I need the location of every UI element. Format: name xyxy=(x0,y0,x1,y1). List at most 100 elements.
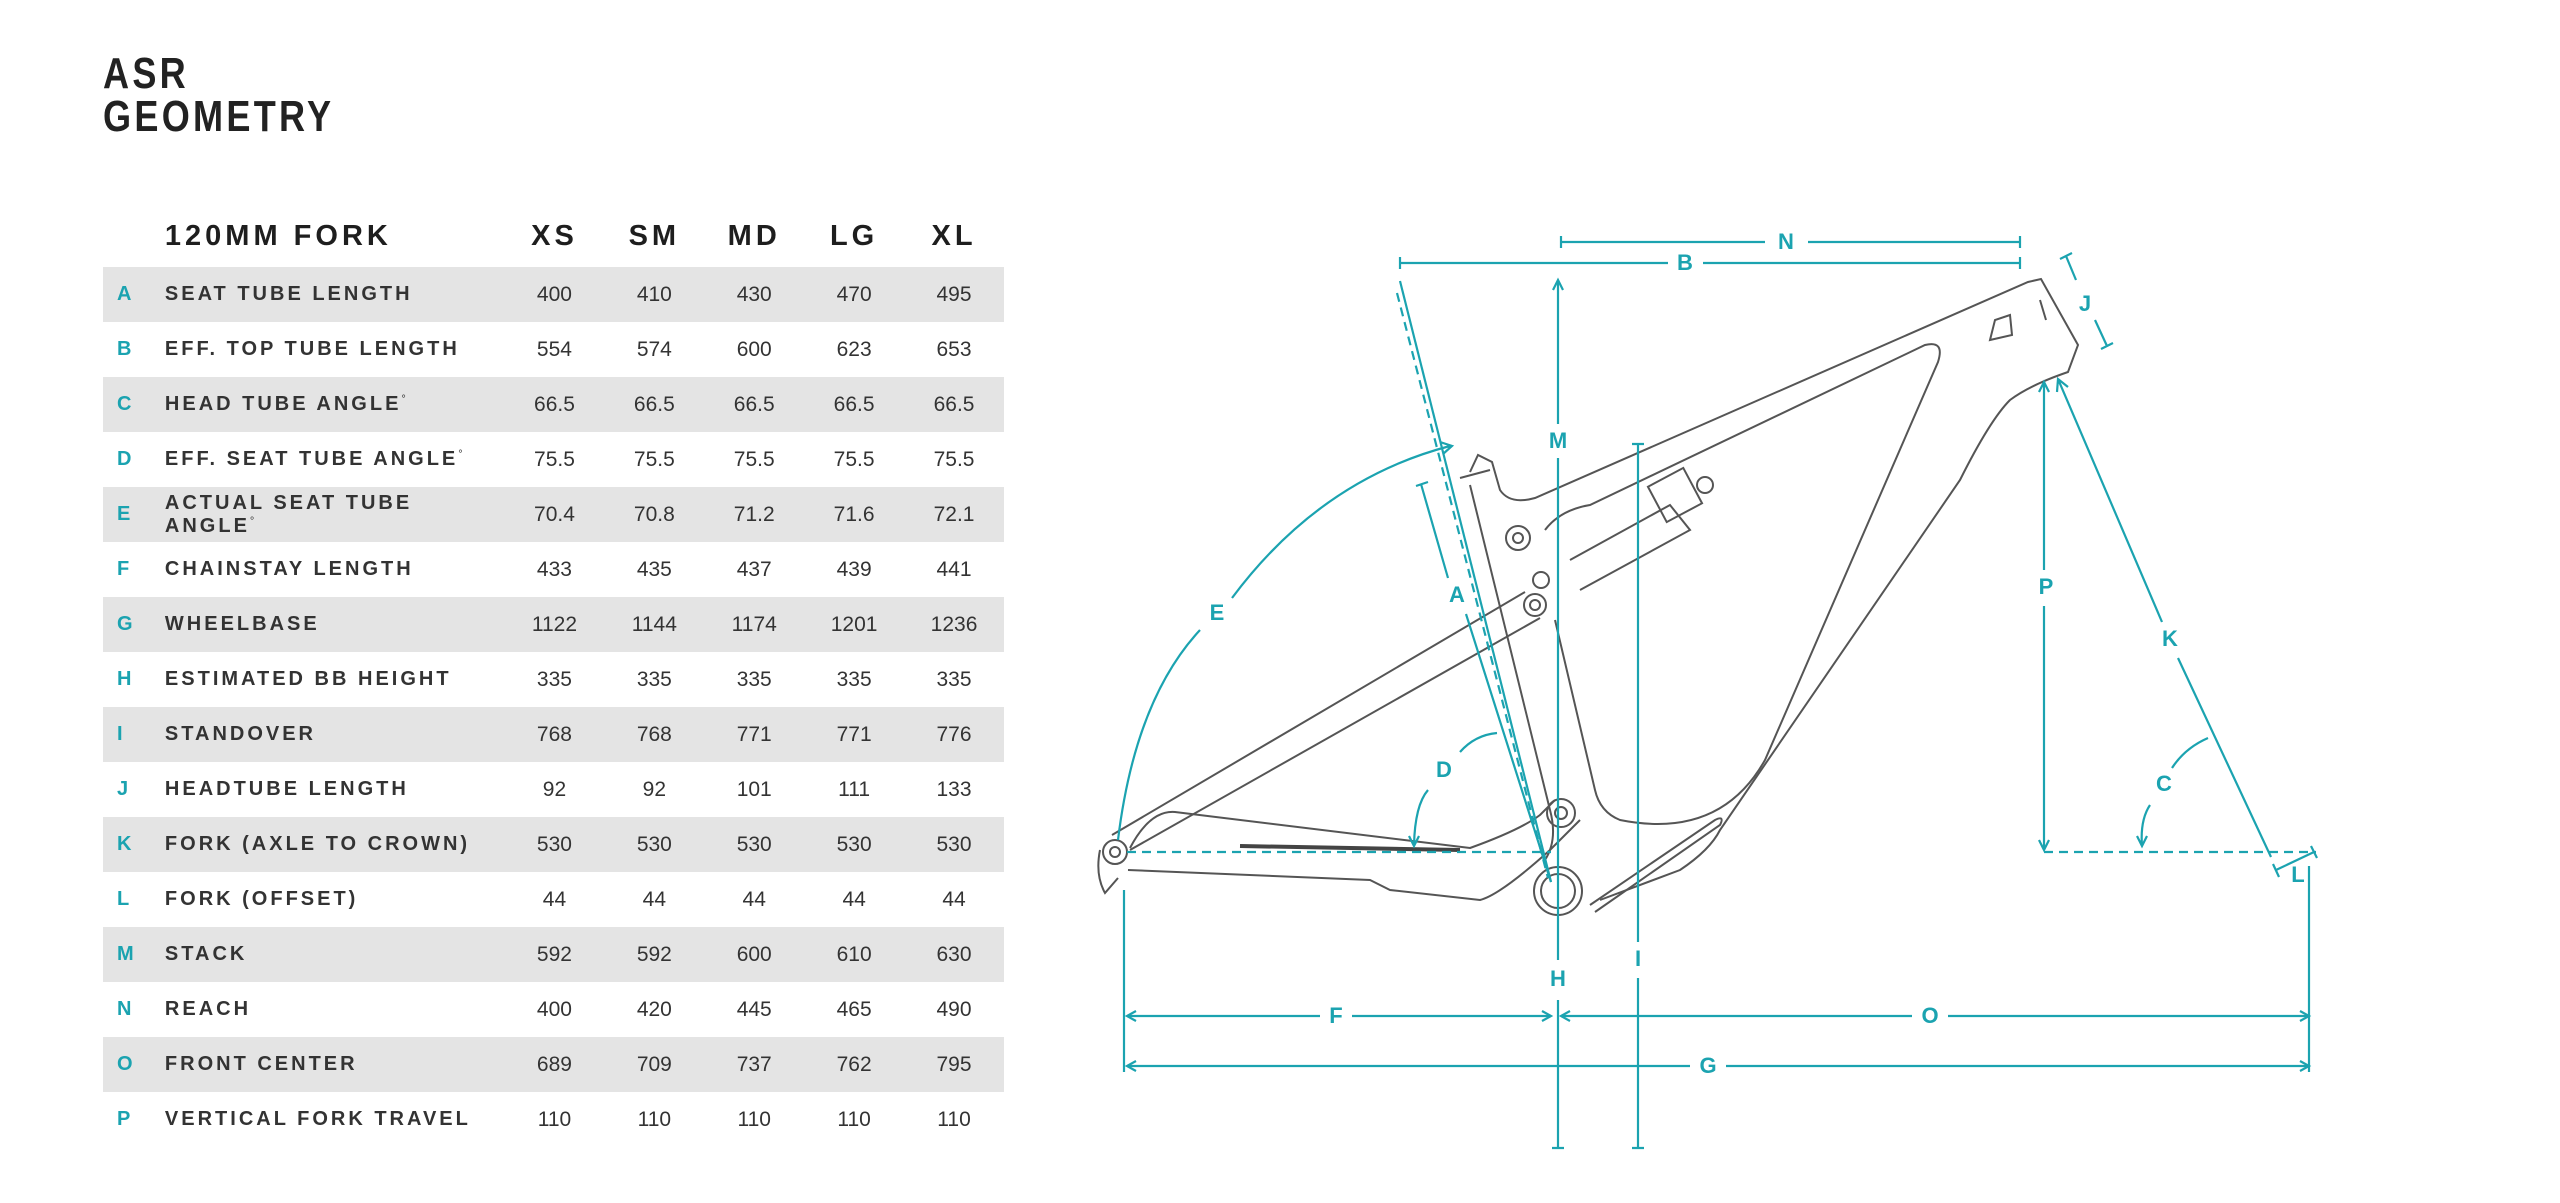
row-label-text: HEADTUBE LENGTH xyxy=(164,778,409,800)
row-unit: ° xyxy=(401,393,406,406)
row-value: 420 xyxy=(636,997,672,1021)
row-label-text: CHAINSTAY LENGTH xyxy=(164,558,414,580)
row-value: 445 xyxy=(736,997,772,1021)
label-f: F xyxy=(1329,1003,1342,1028)
row-value: 530 xyxy=(604,817,705,872)
row-key: A xyxy=(103,267,165,322)
row-value: 470 xyxy=(804,267,905,322)
row-label: EFF. SEAT TUBE ANGLE° xyxy=(165,432,505,487)
row-value: 776 xyxy=(904,707,1004,762)
row-label-text: STACK xyxy=(164,943,248,965)
row-label: HEADTUBE LENGTH xyxy=(165,762,505,817)
row-value: 92 xyxy=(642,777,667,801)
row-value: 110 xyxy=(937,1107,971,1131)
row-value: 400 xyxy=(536,997,572,1021)
row-value: 70.4 xyxy=(504,487,605,542)
row-label: REACH xyxy=(165,982,505,1037)
row-label-text: VERTICAL FORK TRAVEL xyxy=(164,1108,471,1130)
row-label-text: SEAT TUBE LENGTH xyxy=(164,283,413,305)
row-value: 600 xyxy=(736,337,772,361)
row-value: 653 xyxy=(936,337,972,361)
size-header: LG xyxy=(829,219,879,252)
row-value: 66.5 xyxy=(804,377,905,432)
row-key: K xyxy=(103,817,165,872)
row-value: 110 xyxy=(737,1107,771,1131)
row-label: SEAT TUBE LENGTH xyxy=(164,267,505,322)
row-value: 795 xyxy=(904,1037,1004,1092)
label-g: G xyxy=(1699,1053,1716,1078)
row-label: FRONT CENTER xyxy=(164,1037,505,1092)
row-label-text: FORK (OFFSET) xyxy=(164,888,359,910)
row-value: 75.5 xyxy=(833,447,875,471)
row-value: 762 xyxy=(804,1037,905,1092)
size-header: XS xyxy=(531,219,578,252)
row-key: J xyxy=(117,778,129,800)
dimension-labels: N B M I H A E D F O G P K C J L xyxy=(1210,228,2305,1078)
row-value: 101 xyxy=(736,777,772,801)
row-value: 768 xyxy=(604,707,705,762)
row-key: B xyxy=(117,338,132,360)
row-value: 574 xyxy=(636,337,672,361)
label-d: D xyxy=(1436,757,1452,782)
row-label: ACTUAL SEAT TUBE ANGLE° xyxy=(164,487,505,542)
label-h: H xyxy=(1550,966,1566,991)
row-value: 71.6 xyxy=(804,487,905,542)
row-value: 410 xyxy=(604,267,705,322)
label-c: C xyxy=(2156,771,2172,796)
row-value: 439 xyxy=(836,557,872,581)
row-value: 530 xyxy=(704,817,805,872)
row-value: 72.1 xyxy=(904,487,1004,542)
bike-frame xyxy=(1097,277,2080,916)
row-label: ESTIMATED BB HEIGHT xyxy=(165,652,505,707)
row-value: 768 xyxy=(504,707,605,762)
row-value: 1236 xyxy=(904,597,1004,652)
row-value: 495 xyxy=(904,267,1004,322)
dimension-lines xyxy=(1116,236,2318,1150)
row-value: 737 xyxy=(704,1037,805,1092)
size-header: XL xyxy=(931,219,977,252)
title-line-1: ASR xyxy=(103,49,190,98)
row-value: 437 xyxy=(736,557,772,581)
row-value: 623 xyxy=(836,337,872,361)
row-value: 111 xyxy=(838,777,871,801)
label-b: B xyxy=(1677,250,1693,275)
row-key: C xyxy=(103,377,165,432)
row-value: 530 xyxy=(804,817,905,872)
row-label-text: STANDOVER xyxy=(164,723,317,745)
row-label: WHEELBASE xyxy=(164,597,505,652)
row-label-text: FRONT CENTER xyxy=(164,1053,358,1075)
size-header: MD xyxy=(727,219,781,252)
row-value: 70.8 xyxy=(604,487,705,542)
table-header: 120MM FORK XS SM MD LG XL xyxy=(103,205,1004,267)
label-k: K xyxy=(2162,626,2178,651)
page-title: ASR GEOMETRY xyxy=(103,49,335,141)
label-i: I xyxy=(1635,946,1641,971)
title-line-2: GEOMETRY xyxy=(103,92,335,141)
label-o: O xyxy=(1921,1003,1938,1028)
row-value: 335 xyxy=(736,667,772,691)
row-key: G xyxy=(103,597,165,652)
row-label-text: ACTUAL SEAT TUBE ANGLE xyxy=(164,491,413,537)
row-value: 1144 xyxy=(604,597,705,652)
row-label-text: REACH xyxy=(164,998,252,1020)
row-label-text: EFF. TOP TUBE LENGTH xyxy=(164,338,460,360)
row-value: 110 xyxy=(537,1107,572,1131)
row-value: 592 xyxy=(604,927,705,982)
row-value: 66.5 xyxy=(504,377,605,432)
row-value: 71.2 xyxy=(704,487,805,542)
row-value: 75.5 xyxy=(933,447,975,471)
row-unit: ° xyxy=(249,514,255,527)
row-value: 592 xyxy=(504,927,605,982)
row-value: 490 xyxy=(936,997,972,1021)
row-value: 441 xyxy=(936,557,972,581)
row-value: 430 xyxy=(704,267,805,322)
row-label: VERTICAL FORK TRAVEL xyxy=(165,1092,505,1147)
row-label: EFF. TOP TUBE LENGTH xyxy=(165,322,505,377)
